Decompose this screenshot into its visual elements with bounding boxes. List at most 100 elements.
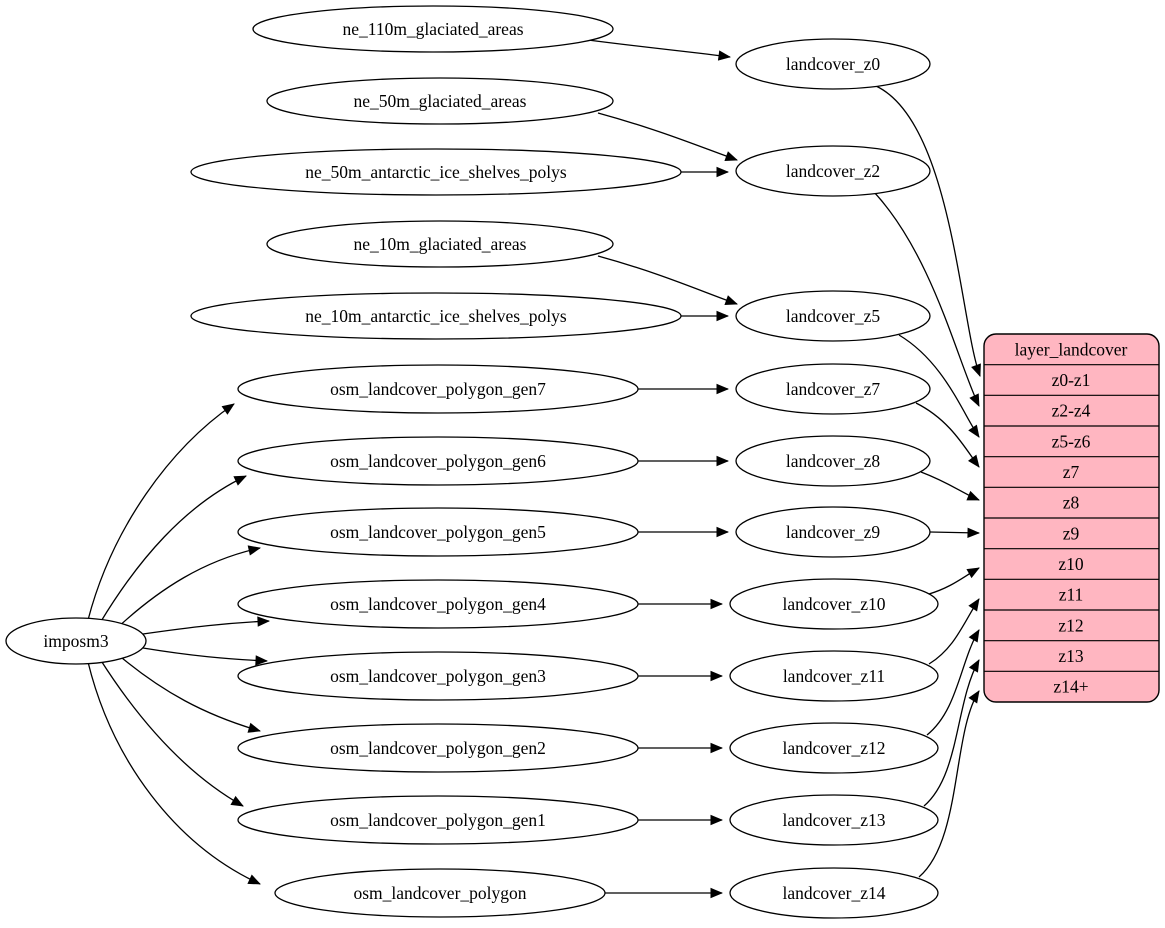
ne-50m-antarctic-ice-shelves-polys-label: ne_50m_antarctic_ice_shelves_polys [305,162,567,182]
table-row-z8: z8 [1063,493,1080,513]
node-ne-50m-glaciated-areas: ne_50m_glaciated_areas [266,77,614,125]
edge-imposm3-gen7 [87,403,235,621]
table-row-z5-z6: z5-z6 [1052,431,1091,451]
edge-z12-row [926,629,980,736]
edge-imposm3-polygon [87,661,261,885]
ne-10m-antarctic-ice-shelves-polys-label: ne_10m_antarctic_ice_shelves_polys [305,306,567,326]
node-ne-10m-glaciated-areas: ne_10m_glaciated_areas [266,220,614,268]
edge-z0-row [875,85,981,377]
ne-50m-glaciated-areas-ellipse [266,77,614,125]
node-landcover-z14: landcover_z14 [729,867,939,919]
edge-imposm3-gen4 [142,616,270,635]
landcover-z12-ellipse [729,722,939,774]
osm-landcover-polygon-gen7-ellipse [237,364,639,414]
osm-landcover-polygon-ellipse [274,868,606,918]
node-landcover-z7: landcover_z7 [735,363,931,415]
edges [87,39,981,899]
table-row-z7: z7 [1063,462,1080,482]
osm-landcover-polygon-gen6-label: osm_landcover_polygon_gen6 [330,451,546,471]
table-row-z10: z10 [1058,554,1084,574]
table-row-z9: z9 [1063,523,1080,543]
imposm3-ellipse [5,617,147,665]
edge-ne110m-z0 [587,39,731,61]
edge-imposm3-gen6 [99,475,247,624]
landcover-z7-ellipse [735,363,931,415]
edge-z14-row [918,690,980,878]
osm-landcover-polygon-gen5-label: osm_landcover_polygon_gen5 [330,522,546,542]
landcover-z9-ellipse [735,506,931,558]
landcover-z8-label: landcover_z8 [786,451,881,471]
osm-landcover-polygon-gen5-ellipse [237,507,639,557]
ne-10m-glaciated-areas-ellipse [266,220,614,268]
osm-landcover-polygon-gen6-ellipse [237,436,639,486]
landcover-z7-label: landcover_z7 [786,379,881,399]
node-osm-landcover-polygon-gen1: osm_landcover_polygon_gen1 [237,795,639,845]
table-row-z0-z1: z0-z1 [1052,370,1091,390]
landcover-z8-ellipse [735,435,931,487]
edge-imposm3-gen5 [115,545,261,630]
landcover-z0-label: landcover_z0 [786,54,881,74]
node-landcover-z0: landcover_z0 [735,38,931,90]
node-imposm3: imposm3 [5,617,147,665]
edge-z8-row [920,471,980,501]
osm-landcover-polygon-gen4-ellipse [237,579,639,629]
edge-imposm3-gen1 [99,658,244,807]
edge-imposm3-gen2 [115,652,261,733]
landcover-z14-label: landcover_z14 [782,883,885,903]
node-ne-110m-glaciated-areas: ne_110m_glaciated_areas [252,5,614,53]
node-landcover-z11: landcover_z11 [729,650,939,702]
layer-landcover-title: layer_landcover [1015,340,1128,360]
node-ne-10m-antarctic-ice-shelves-polys: ne_10m_antarctic_ice_shelves_polys [190,292,682,340]
edge-z11-row [928,598,980,665]
landcover-z14-ellipse [729,867,939,919]
node-landcover-z10: landcover_z10 [729,578,939,630]
osm-landcover-polygon-gen7-label: osm_landcover_polygon_gen7 [330,379,546,399]
node-osm-landcover-polygon-gen6: osm_landcover_polygon_gen6 [237,436,639,486]
osm-landcover-polygon-gen1-label: osm_landcover_polygon_gen1 [330,810,546,830]
landcover-z2-label: landcover_z2 [786,161,880,181]
node-osm-landcover-polygon-gen4: osm_landcover_polygon_gen4 [237,579,639,629]
table-row-z11: z11 [1059,585,1084,605]
node-osm-landcover-polygon-gen5: osm_landcover_polygon_gen5 [237,507,639,557]
landcover-z5-label: landcover_z5 [786,306,881,326]
edge-z9-row [929,527,980,538]
landcover-z9-label: landcover_z9 [786,522,881,542]
imposm3-label: imposm3 [43,631,108,651]
landcover-z11-ellipse [729,650,939,702]
landcover-z12-label: landcover_z12 [782,738,885,758]
node-landcover-z2: landcover_z2 [735,145,931,197]
osm-landcover-polygon-gen2-label: osm_landcover_polygon_gen2 [330,738,546,758]
ne-10m-glaciated-areas-label: ne_10m_glaciated_areas [354,234,527,254]
landcover-z2-ellipse [735,145,931,197]
landcover-z10-label: landcover_z10 [782,594,885,614]
node-landcover-z5: landcover_z5 [735,290,931,342]
edge-z13-row [923,659,980,807]
ne-50m-antarctic-ice-shelves-polys-ellipse [190,148,682,196]
landcover-z11-label: landcover_z11 [783,666,885,686]
edge-imposm3-gen3 [142,647,268,666]
osm-landcover-polygon-gen4-label: osm_landcover_polygon_gen4 [330,594,546,614]
table-row-z2-z4: z2-z4 [1052,401,1091,421]
ne-10m-antarctic-ice-shelves-polys-ellipse [190,292,682,340]
node-osm-landcover-polygon-gen3: osm_landcover_polygon_gen3 [237,651,639,701]
edge-z5-row [898,334,980,438]
node-landcover-z9: landcover_z9 [735,506,931,558]
ne-50m-glaciated-areas-label: ne_50m_glaciated_areas [354,91,527,111]
osm-landcover-polygon-label: osm_landcover_polygon [353,883,526,903]
osm-landcover-polygon-gen1-ellipse [237,795,639,845]
node-ne-50m-antarctic-ice-shelves-polys: ne_50m_antarctic_ice_shelves_polys [190,148,682,196]
landcover-z13-label: landcover_z13 [782,810,885,830]
edge-ne50mglac-z2 [597,112,738,162]
node-osm-landcover-polygon-gen7: osm_landcover_polygon_gen7 [237,364,639,414]
osm-landcover-polygon-gen2-ellipse [237,723,639,773]
osm-landcover-polygon-gen3-label: osm_landcover_polygon_gen3 [330,666,546,686]
landcover-z10-ellipse [729,578,939,630]
node-landcover-z13: landcover_z13 [729,794,939,846]
layer-landcover-table: layer_landcover z0-z1 z2-z4 z5-z6 z7 z8 … [983,333,1160,703]
landcover-z5-ellipse [735,290,931,342]
table-row-z12: z12 [1058,615,1083,635]
table-row-z13: z13 [1058,646,1084,666]
node-osm-landcover-polygon: osm_landcover_polygon [274,868,606,918]
